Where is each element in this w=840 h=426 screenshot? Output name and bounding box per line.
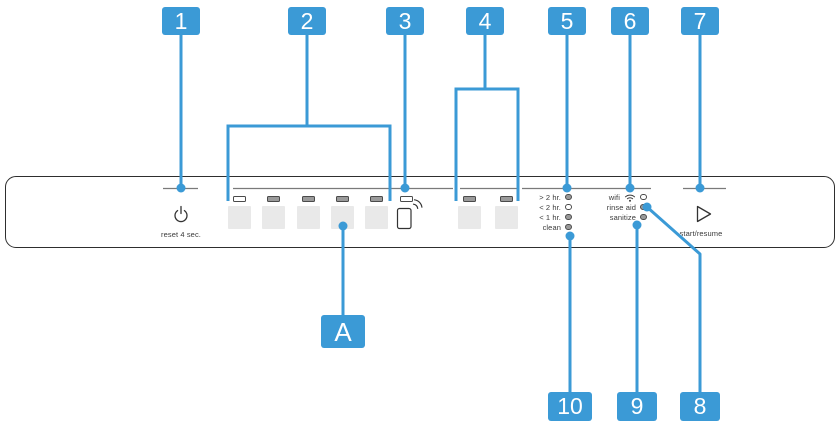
power-reset-caption: reset 4 sec. xyxy=(161,230,201,239)
callout-box-5: 5 xyxy=(548,7,586,35)
indicator-led-wifi xyxy=(640,193,647,201)
callout-box-9: 9 xyxy=(617,392,657,421)
indicator-row-lt1hr: < 1 hr. xyxy=(539,212,572,222)
indicator-led-rinse-aid xyxy=(640,203,647,211)
start-resume-caption: start/resume xyxy=(679,229,723,238)
option-button-2 xyxy=(494,206,518,229)
indicator-row-lt2hr: < 2 hr. xyxy=(539,202,572,212)
indicator-row-gt2hr: > 2 hr. xyxy=(539,192,572,202)
indicator-led-clean xyxy=(565,223,572,231)
option-led-1 xyxy=(462,196,476,202)
cycle-button-5 xyxy=(364,206,388,229)
callout-box-2: 2 xyxy=(288,7,326,35)
cycle-led-3 xyxy=(301,196,315,202)
wifi-icon xyxy=(624,194,636,202)
option-led-2 xyxy=(499,196,513,202)
callout-box-3: 3 xyxy=(386,7,424,35)
indicator-led-sanitize xyxy=(640,213,647,221)
nfc-led xyxy=(399,196,413,202)
cycle-button-2 xyxy=(261,206,285,229)
callout-box-1: 1 xyxy=(162,7,200,35)
cycle-led-5 xyxy=(369,196,383,202)
indicator-label-rinse-aid: rinse aid xyxy=(606,202,636,212)
indicator-label-clean: clean xyxy=(542,222,561,232)
callout-box-10: 10 xyxy=(548,392,592,421)
indicator-led-lt1hr xyxy=(565,213,572,221)
cycle-button-1 xyxy=(227,206,251,229)
cycle-button-3 xyxy=(296,206,320,229)
indicator-row-clean: clean xyxy=(543,223,572,232)
cycle-led-4 xyxy=(335,196,349,202)
indicator-row-sanitize: sanitize xyxy=(610,213,647,222)
indicator-led-gt2hr xyxy=(565,193,572,201)
indicator-label-sanitize: sanitize xyxy=(609,212,636,222)
indicator-label-wifi: wifi xyxy=(608,192,620,202)
cycle-led-1 xyxy=(232,196,246,202)
indicator-led-lt2hr xyxy=(565,203,572,211)
option-button-1 xyxy=(457,206,481,229)
callout-box-A: A xyxy=(321,315,365,348)
indicator-label-gt2hr: > 2 hr. xyxy=(539,192,561,202)
indicator-row-wifi: wifi xyxy=(609,193,647,202)
indicator-label-lt1hr: < 1 hr. xyxy=(539,212,561,222)
callout-box-4: 4 xyxy=(466,7,504,35)
indicator-label-lt2hr: < 2 hr. xyxy=(539,202,561,212)
callout-box-7: 7 xyxy=(681,7,719,35)
cycle-led-2 xyxy=(266,196,280,202)
callout-box-6: 6 xyxy=(611,7,649,35)
indicator-row-rinse-aid: rinse aid xyxy=(607,203,647,212)
callout-box-8: 8 xyxy=(680,392,720,421)
cycle-button-4 xyxy=(330,206,354,229)
